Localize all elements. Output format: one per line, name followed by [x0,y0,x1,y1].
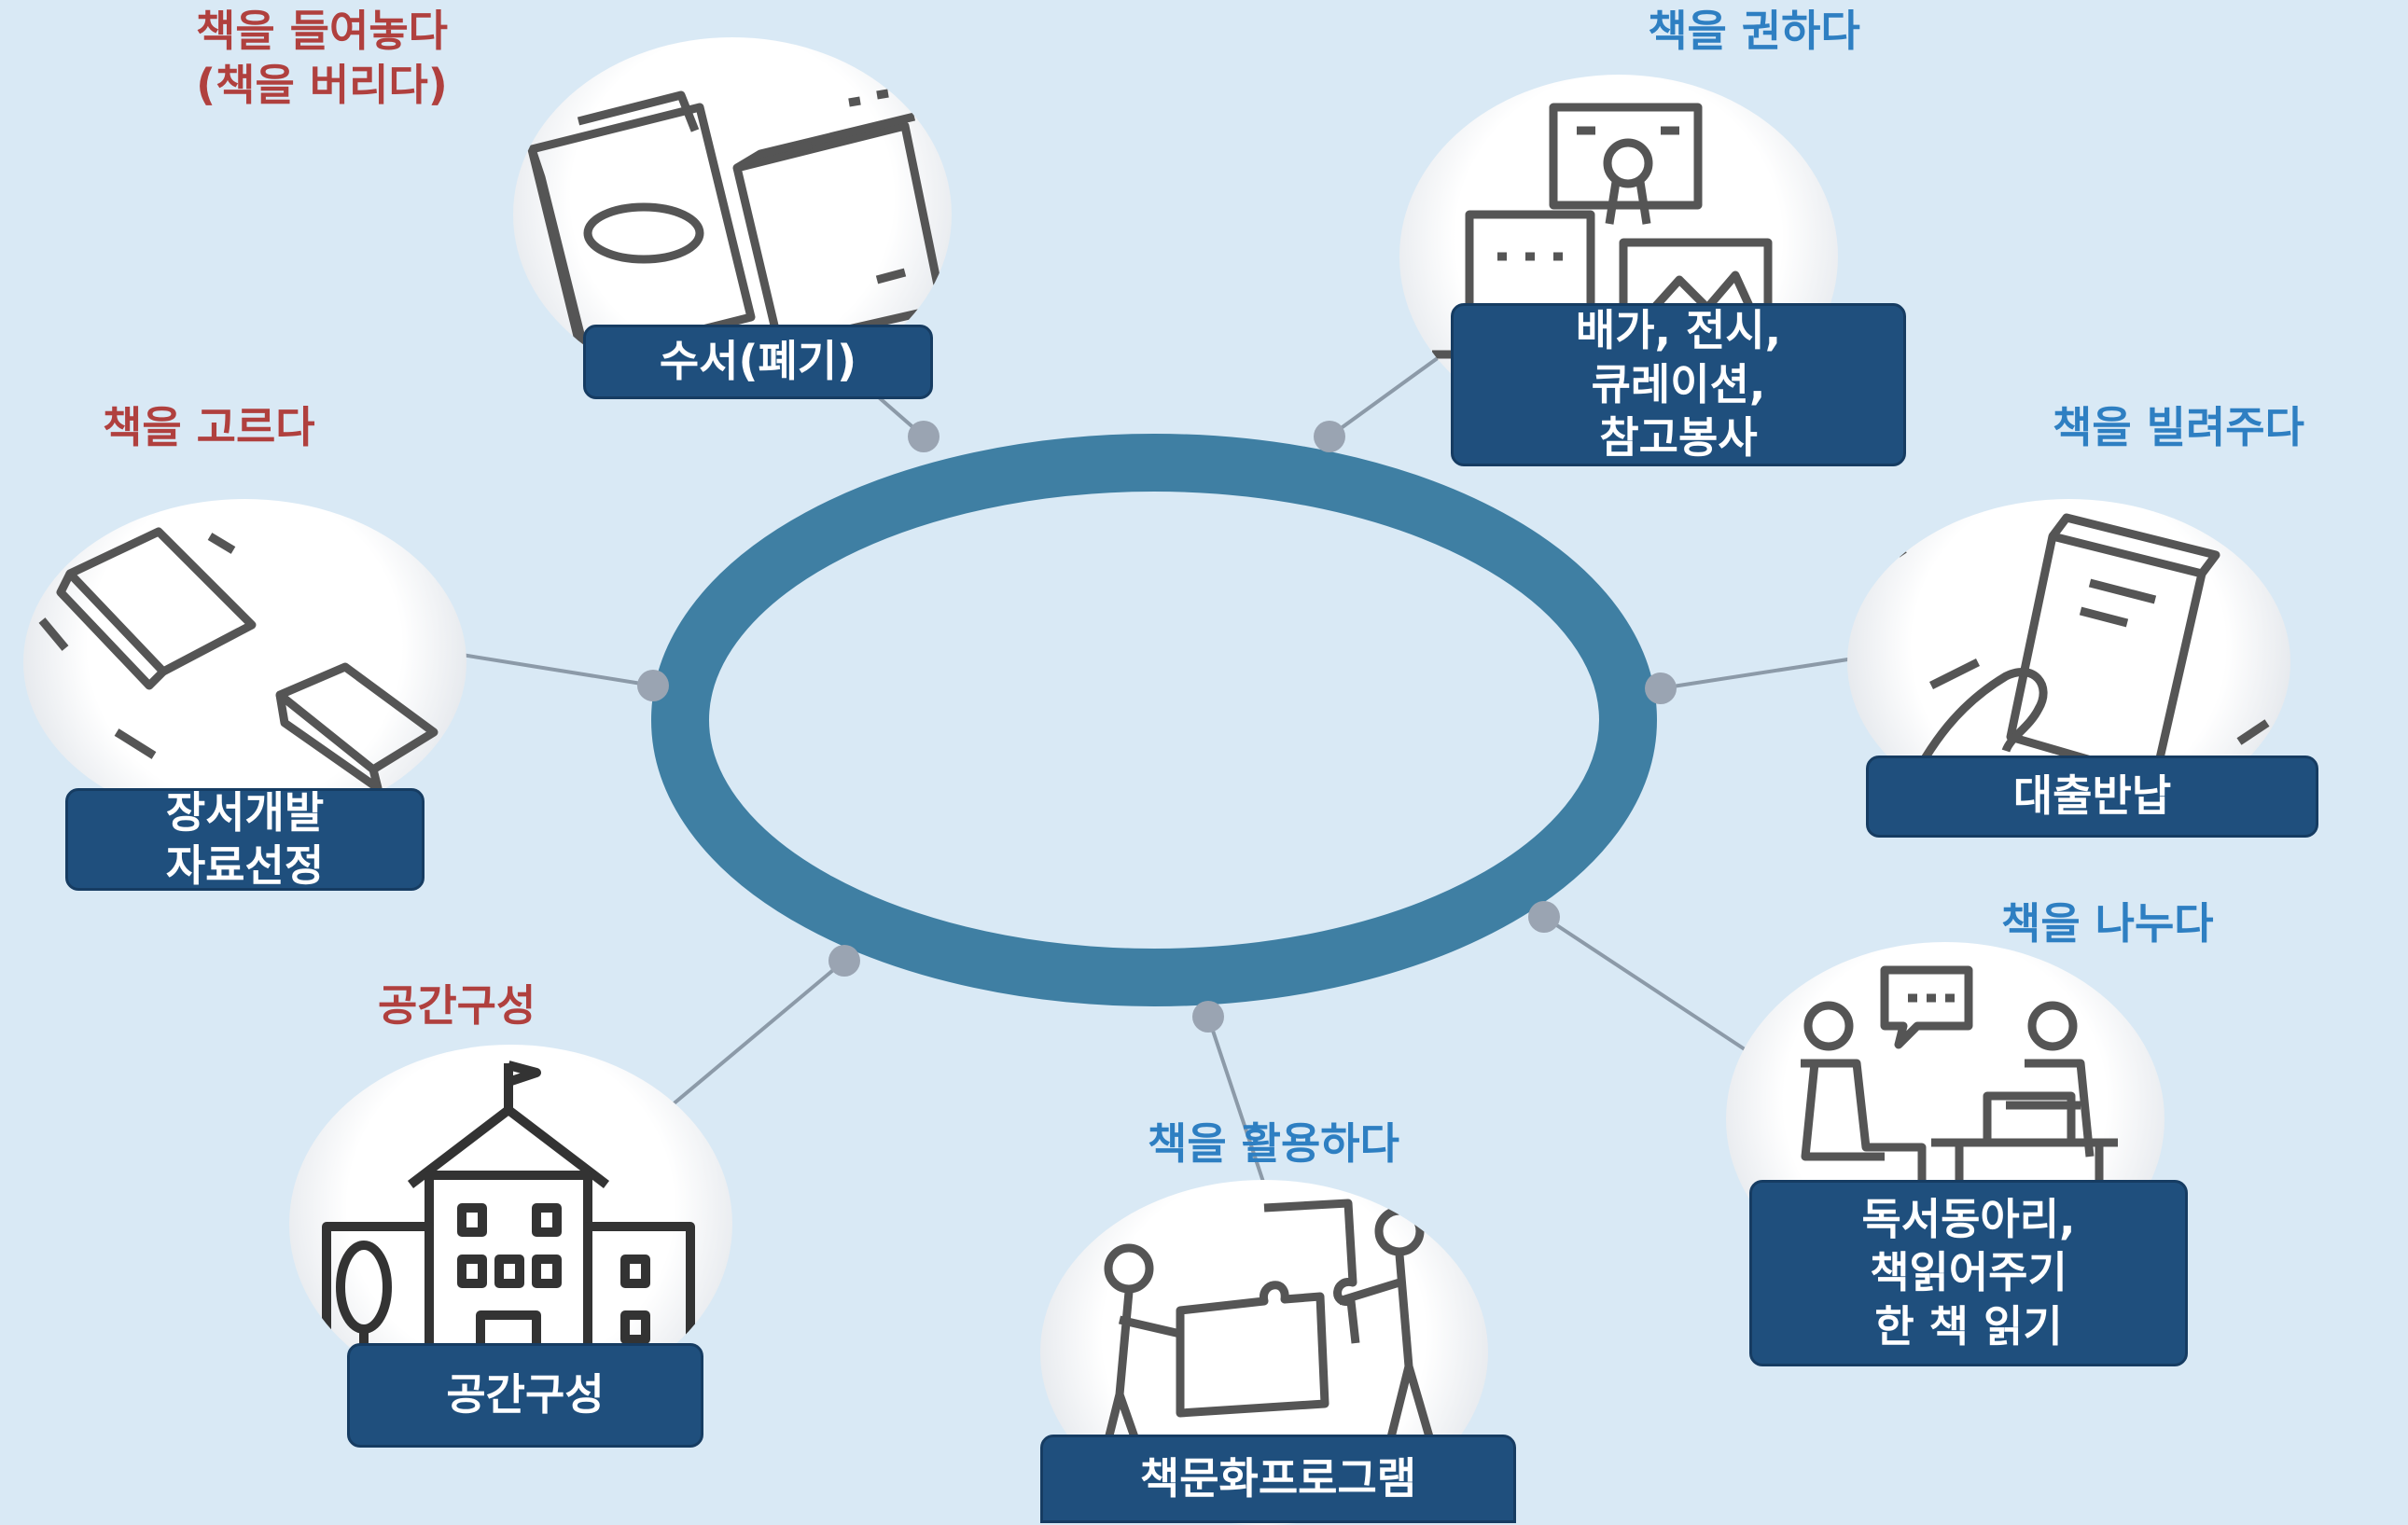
caption-use: 책을 활용하다 [1148,1117,1399,1171]
dot-recommend [1314,421,1345,452]
caption-share-line1: 책을 나누다 [2001,898,2214,949]
dot-space [828,945,860,977]
box-share-line2: 책읽어주기 [1870,1247,2067,1298]
caption-lend: 책을 빌려주다 [2053,401,2304,455]
box-share-line1: 독서동아리, [1861,1193,2076,1244]
box-space-line1: 공간구성 [446,1369,605,1421]
caption-recommend: 책을 권하다 [1586,5,1922,59]
box-share: 독서동아리, 책읽어주기 한 책 읽기 [1749,1180,2188,1366]
box-weed-line1: 수서(폐기) [659,336,857,387]
dot-select [637,670,669,701]
connector-space [670,959,846,1107]
box-recommend-line1: 배가, 전시, [1575,305,1782,356]
dot-weed [908,421,940,452]
caption-use-line1: 책을 활용하다 [1148,1118,1399,1169]
caption-space: 공간구성 [378,979,536,1033]
caption-share: 책을 나누다 [2001,897,2214,951]
box-recommend-line3: 참고봉사 [1599,412,1758,464]
box-share-line3: 한 책 읽기 [1874,1300,2063,1352]
box-weed: 수서(폐기) [583,325,933,399]
box-use: 책문화프로그램 [1040,1435,1516,1523]
cycle-ring [651,434,1657,1006]
box-recommend-line2: 큐레이션, [1591,358,1766,409]
caption-recommend-line1: 책을 권하다 [1648,6,1860,56]
caption-lend-line1: 책을 빌려주다 [2053,402,2304,452]
caption-space-line1: 공간구성 [378,980,536,1031]
caption-weed: 책을 들여놓다 (책을 버리다) [149,5,494,112]
connector-share [1542,915,1747,1051]
box-use-line1: 책문화프로그램 [1139,1452,1417,1504]
connector-recommend [1328,343,1457,438]
caption-weed-line1: 책을 들여놓다 [196,6,448,56]
box-select: 장서개발 자료선정 [65,786,425,891]
dot-use [1192,1001,1224,1033]
dot-share [1528,901,1560,933]
box-lend: 대출반납 [1866,756,2318,838]
tablet-book-icon [23,499,466,825]
box-lend-line1: 대출반납 [2012,770,2172,822]
box-space: 공간구성 [347,1343,703,1448]
connector-use [1206,1016,1266,1185]
caption-select: 책을 고르다 [103,401,315,455]
box-select-line2: 자료선정 [165,840,325,891]
box-select-line1: 장서개발 [165,786,325,838]
caption-weed-line2: (책을 버리다) [196,59,448,110]
connector-select [461,653,654,687]
dot-lend [1645,672,1677,704]
box-recommend: 배가, 전시, 큐레이션, 참고봉사 [1451,303,1906,466]
connector-lend [1660,655,1867,690]
caption-select-line1: 책을 고르다 [103,402,315,452]
